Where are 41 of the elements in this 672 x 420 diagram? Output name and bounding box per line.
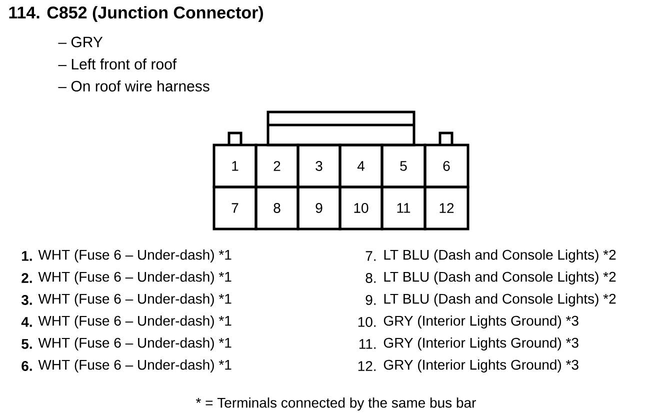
wire-description: WHT (Fuse 6 – Under-dash) *1 [38, 337, 232, 351]
note: – GRY [58, 36, 103, 48]
pin-number: 5. [22, 339, 32, 349]
heading: 114. C852 (Junction Connector) [9, 6, 264, 22]
wire-description: LT BLU (Dash and Console Lights) *2 [384, 249, 616, 263]
wire-description: GRY (Interior Lights Ground) *3 [384, 359, 578, 372]
pin-number: 12. [358, 361, 376, 371]
pin-number: 9. [366, 295, 376, 305]
wire-description: WHT (Fuse 6 – Under-dash) *1 [38, 315, 232, 329]
wire-description: WHT (Fuse 6 – Under-dash) *1 [38, 359, 232, 373]
pin-cell: 3 [296, 144, 342, 188]
note: – On roof wire harness [58, 80, 210, 92]
pin-cell: 8 [254, 186, 300, 230]
pin-number: 2. [22, 273, 32, 283]
footnote: * = Terminals connected by the same bus bar [196, 397, 476, 410]
pin-cell: 6 [424, 144, 470, 188]
wire-description: GRY (Interior Lights Ground) *3 [384, 337, 578, 350]
pin-number: 10. [358, 317, 376, 327]
pin-number: 7. [366, 251, 376, 261]
pin-cell: 2 [254, 144, 300, 188]
wire-description: WHT (Fuse 6 – Under-dash) *1 [38, 293, 232, 307]
pin-cell: 1 [212, 144, 258, 188]
pin-number: 1. [22, 251, 32, 261]
wire-description: LT BLU (Dash and Console Lights) *2 [384, 293, 616, 307]
pin-number: 8. [366, 273, 376, 283]
note: – Left front of roof [58, 58, 177, 70]
pin-cell: 9 [296, 186, 342, 230]
wire-description: WHT (Fuse 6 – Under-dash) *1 [38, 249, 232, 263]
pin-cell: 12 [424, 186, 470, 230]
pin-number: 11. [359, 339, 376, 349]
pin-number: 6. [22, 361, 32, 371]
wire-description: WHT (Fuse 6 – Under-dash) *1 [38, 271, 232, 285]
wire-description: LT BLU (Dash and Console Lights) *2 [384, 271, 616, 285]
pin-cell: 11 [380, 186, 426, 230]
pin-cell: 4 [338, 144, 384, 188]
pin-cell: 10 [338, 186, 384, 230]
pin-number: 4. [21, 317, 32, 327]
pin-number: 3. [21, 295, 32, 305]
pin-cell: 7 [212, 186, 258, 230]
wire-description: GRY (Interior Lights Ground) *3 [384, 315, 578, 328]
pin-cell: 5 [380, 144, 426, 188]
